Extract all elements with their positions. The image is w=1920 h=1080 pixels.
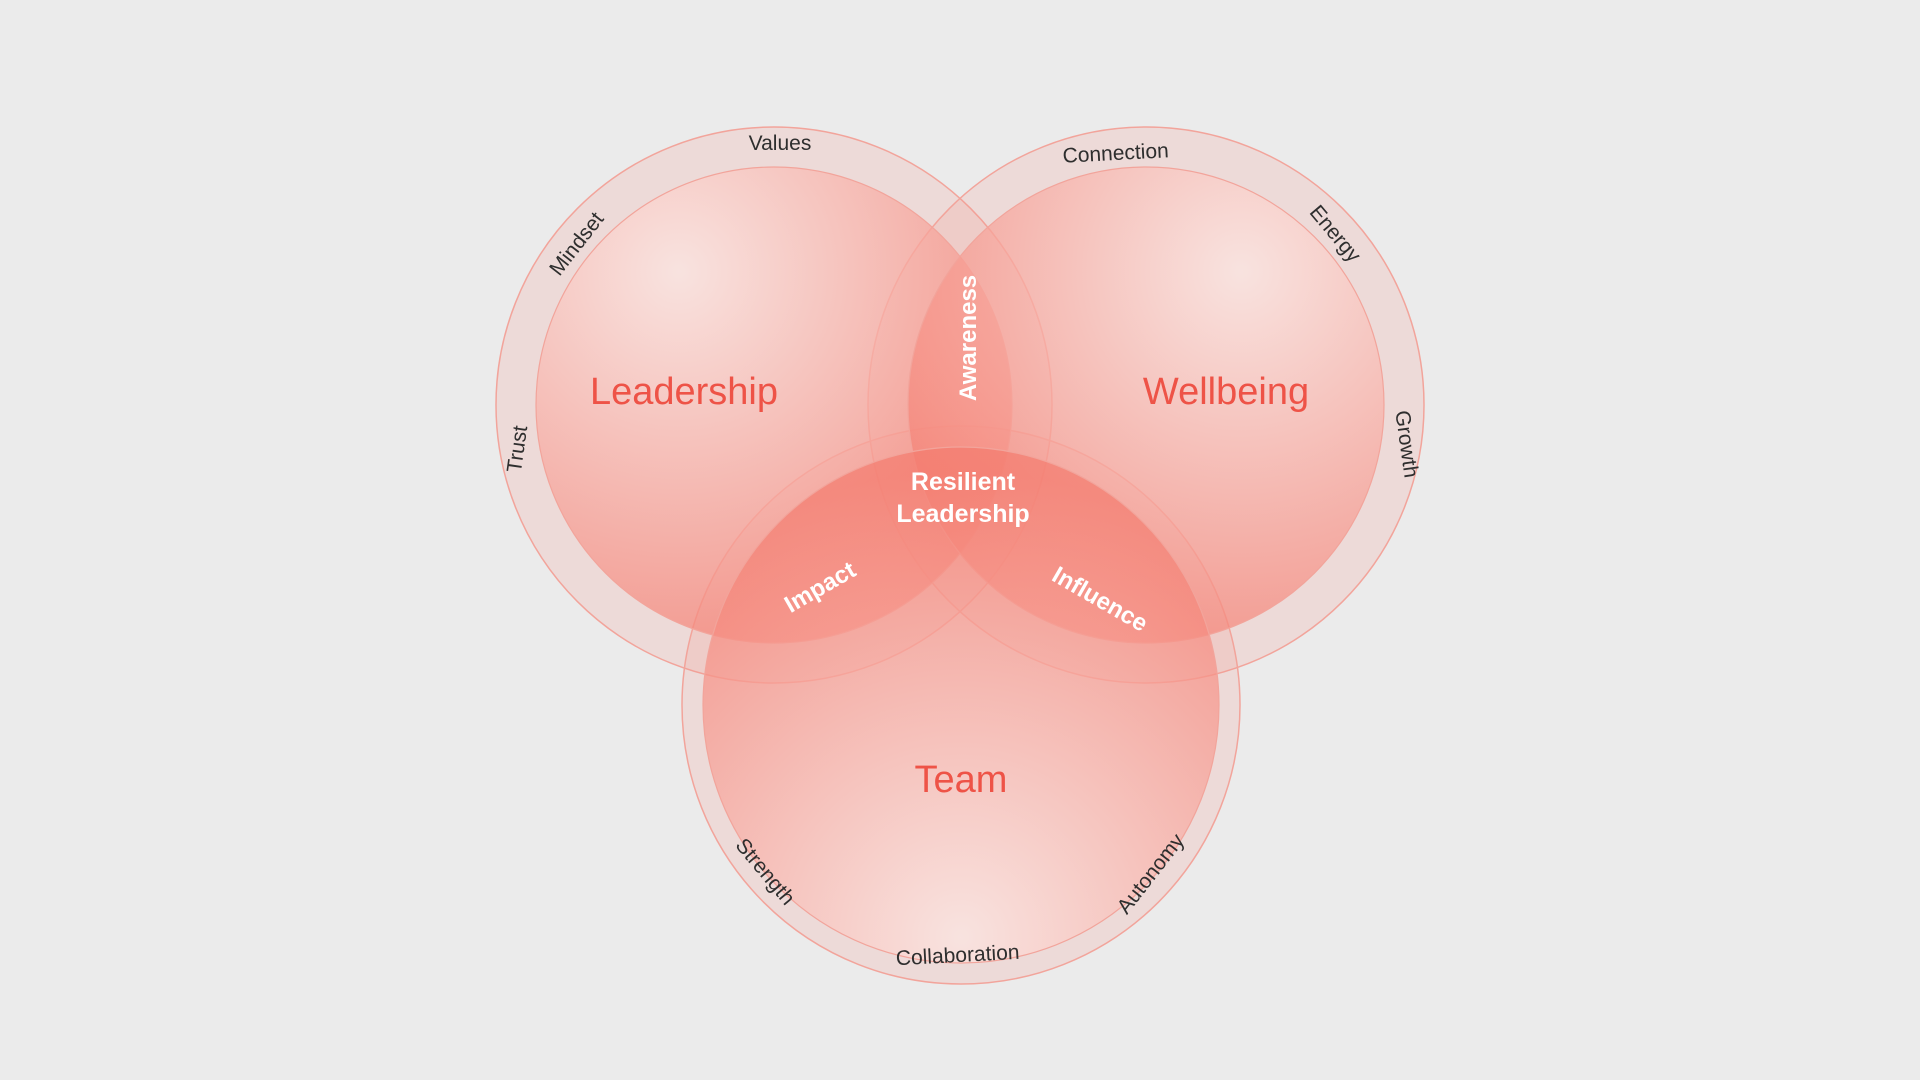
ring-label-connection: Connection: [1062, 139, 1169, 168]
overlap-label-awareness: Awareness: [955, 275, 982, 401]
circle-titles: Leadership Wellbeing Team: [590, 371, 1309, 801]
leadership-title: Leadership: [590, 371, 778, 413]
team-circle: [702, 446, 1220, 964]
team-title: Team: [915, 759, 1008, 801]
center-label-line1: Resilient: [911, 468, 1016, 496]
wellbeing-title: Wellbeing: [1143, 371, 1309, 413]
center-label: Resilient Leadership: [896, 468, 1029, 528]
svg-text:Values: Values: [749, 132, 812, 155]
ring-label-values: Values: [749, 132, 812, 155]
center-label-line2: Leadership: [896, 500, 1029, 528]
svg-text:Connection: Connection: [1062, 139, 1169, 168]
inner-circles: [535, 166, 1385, 964]
